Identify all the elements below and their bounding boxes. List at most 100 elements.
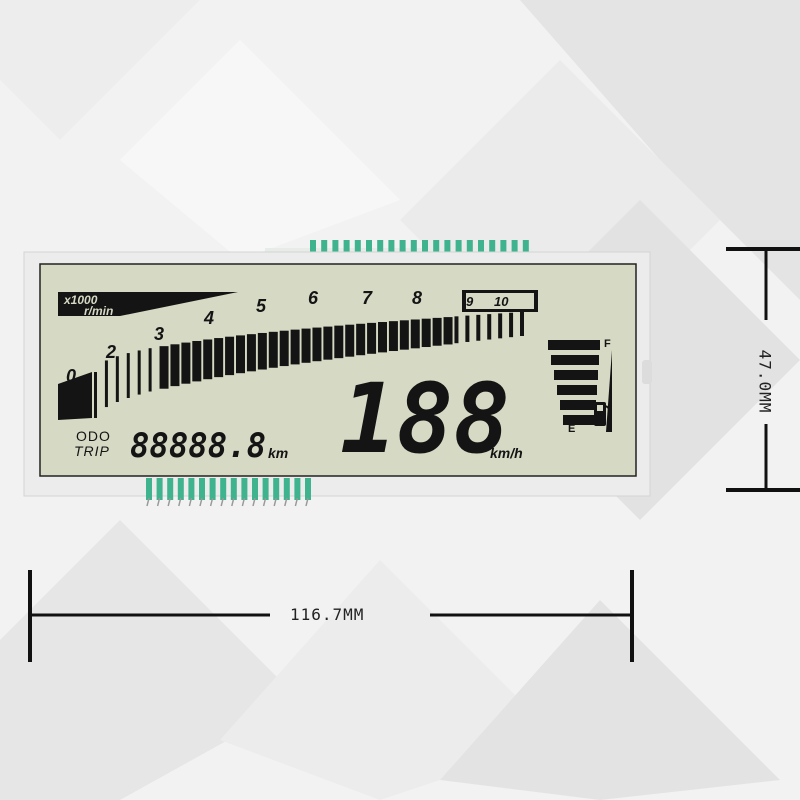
rpm-bar-segment — [290, 329, 300, 365]
bottom-pin — [146, 478, 152, 500]
rpm-bar-segment — [454, 316, 459, 344]
rpm-tick-label: 9 — [466, 294, 474, 309]
bottom-pin-lead — [199, 497, 203, 507]
rpm-bar-segment — [214, 338, 224, 378]
bottom-pin-lead — [252, 497, 256, 507]
rpm-tick-label: 6 — [308, 288, 319, 308]
bottom-pin — [209, 478, 216, 500]
rpm-multiplier-label: x1000 — [63, 293, 98, 307]
rpm-bar-segment — [94, 372, 97, 418]
rpm-base-wedge — [58, 372, 92, 420]
fuel-bar-segment — [560, 400, 596, 410]
bottom-pin — [283, 478, 290, 500]
rpm-bar-segment — [388, 321, 398, 352]
rpm-bar-segment — [192, 340, 202, 382]
fuel-bar-segment — [563, 415, 595, 425]
rpm-bar-segment — [356, 323, 366, 356]
bottom-pin-lead — [231, 497, 235, 507]
odometer-unit: km — [268, 445, 288, 461]
glass-side-tab — [642, 360, 652, 384]
bottom-pin — [188, 478, 195, 500]
fuel-bar-segment — [554, 370, 598, 380]
bottom-pin-lead — [273, 497, 277, 507]
rpm-bar-segment — [410, 319, 420, 349]
bottom-pin — [220, 478, 227, 500]
rpm-bar-segment — [301, 328, 311, 363]
bottom-pin-lead — [305, 497, 309, 507]
width-dimension-label: 116.7MM — [290, 605, 365, 624]
bottom-pin-lead — [220, 497, 224, 507]
bottom-pin — [167, 478, 174, 500]
height-dimension-label: 47.0MM — [755, 349, 775, 414]
bottom-pin-lead — [209, 497, 214, 507]
rpm-bar-segment — [345, 324, 355, 357]
rpm-bar-segment — [509, 312, 514, 338]
rpm-bar-segment — [268, 331, 278, 368]
rpm-bar-segment — [246, 334, 256, 372]
bottom-pin-lead — [241, 497, 246, 507]
fuel-full-label: F — [604, 338, 611, 350]
bottom-pin-lead — [262, 497, 267, 507]
rpm-bar-segment — [203, 339, 213, 380]
bottom-pin-lead — [146, 497, 150, 507]
fuel-bar-segment — [557, 385, 597, 395]
odo-label: ODO — [76, 428, 111, 444]
rpm-bar-segment — [126, 353, 130, 398]
rpm-tick-label: 2 — [105, 342, 116, 362]
rpm-bar-segment — [465, 315, 470, 342]
bottom-pin — [241, 478, 248, 500]
rpm-bar-segment — [334, 325, 344, 359]
bottom-pin — [273, 478, 280, 500]
bottom-pin-lead — [167, 497, 171, 507]
rpm-unit-label: r/min — [84, 304, 113, 318]
rpm-bar-segment — [498, 313, 503, 339]
fuel-gauge — [548, 340, 600, 425]
bottom-pin-lead — [178, 497, 182, 507]
rpm-bar-segment — [236, 335, 245, 374]
rpm-bargraph — [94, 312, 524, 418]
fuel-empty-label: E — [568, 423, 575, 435]
rpm-tick-label: 4 — [203, 308, 214, 328]
bottom-pin-lead — [156, 497, 161, 507]
rpm-label-wedge — [58, 292, 238, 316]
speed-digits: 188 — [340, 363, 510, 475]
bottom-pin — [199, 478, 205, 500]
bottom-pin-lead — [294, 497, 299, 507]
rpm-bar-segment — [225, 336, 235, 376]
rpm-bar-segment — [257, 332, 267, 370]
rpm-bar-segment — [443, 317, 453, 345]
rpm-bar-segment — [378, 322, 387, 353]
rpm-bar-segment — [137, 350, 141, 395]
bottom-pin-lead — [284, 497, 288, 507]
fuel-bar-segment — [551, 355, 599, 365]
rpm-bar-segment — [487, 314, 492, 340]
bottom-pin — [177, 478, 184, 500]
speed-unit: km/h — [490, 445, 523, 461]
rpm-tick-label: 0 — [66, 366, 76, 386]
rpm-bar-segment — [421, 318, 431, 348]
rpm-bar-segment — [115, 356, 119, 402]
fuel-pump-icon — [594, 402, 612, 426]
rpm-tick-label: 10 — [494, 294, 509, 309]
bottom-pin — [294, 478, 301, 500]
bottom-pin — [262, 478, 269, 500]
rpm-bar-segment — [399, 320, 409, 350]
rpm-tick-label: 5 — [256, 296, 267, 316]
rpm-bar-segment — [104, 360, 108, 408]
rpm-bar-segment — [520, 312, 524, 336]
rpm-bar-segment — [159, 346, 169, 389]
rpm-bar-segment — [148, 348, 152, 392]
rpm-bar-segment — [181, 342, 191, 384]
rpm-tick-label: 7 — [362, 288, 373, 308]
rpm-bar-segment — [367, 322, 377, 354]
rpm-bar-segment — [476, 314, 481, 341]
trip-label: TRIP — [74, 443, 110, 459]
bottom-pin-lead — [188, 497, 193, 507]
odometer-digits: 88888.8 — [130, 426, 266, 466]
rpm-bar-segment — [279, 330, 289, 367]
bottom-pin — [156, 478, 163, 500]
bottom-pin — [305, 478, 311, 500]
